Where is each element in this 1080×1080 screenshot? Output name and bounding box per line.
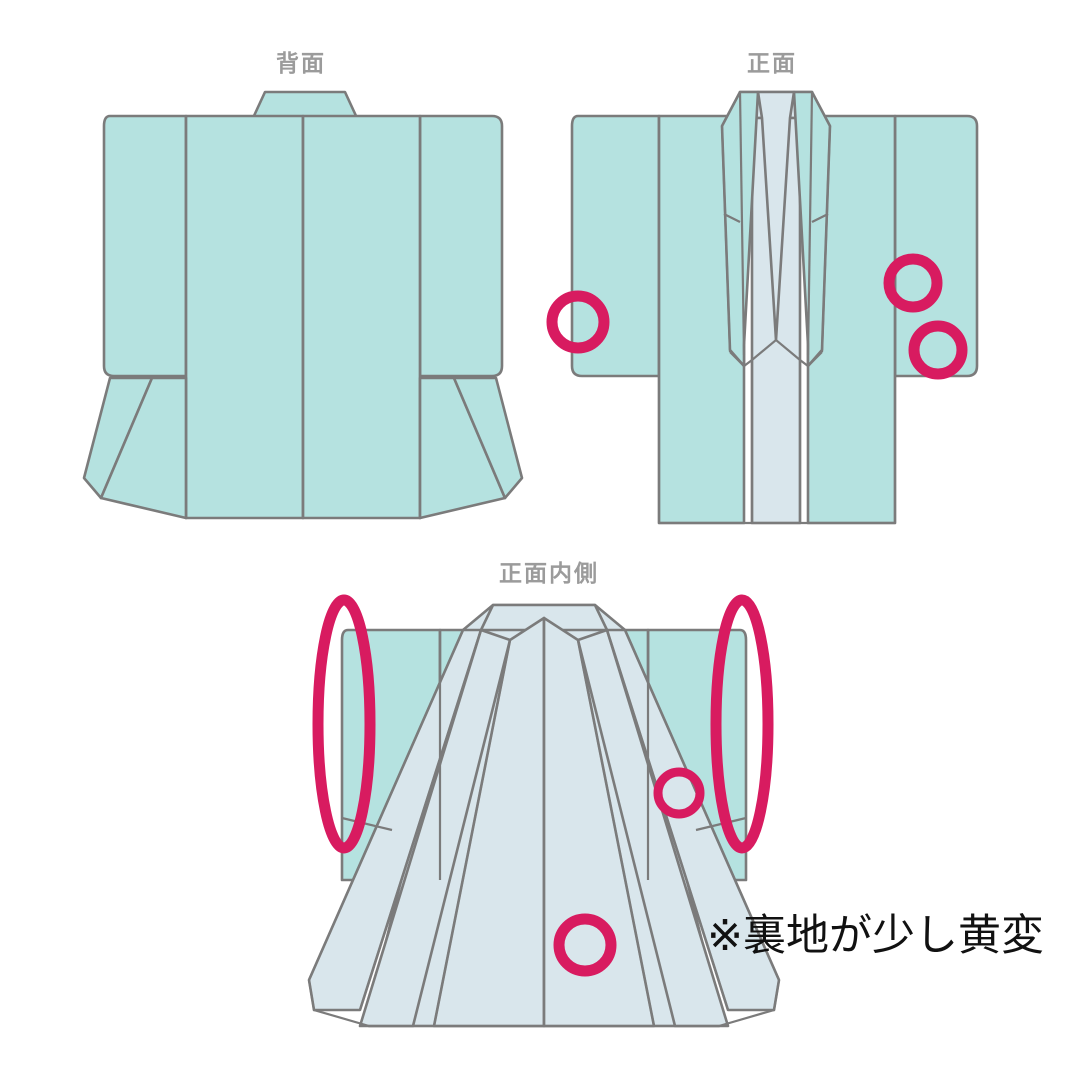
inside-left-panel-seam	[432, 639, 512, 1027]
marker-front-right-sleeve-upper	[883, 253, 943, 313]
damage-markers-front-inside	[312, 594, 774, 977]
marker-front-left-sleeve	[546, 290, 610, 354]
marker-inside-right-panel	[653, 767, 705, 819]
inside-left-hem-edge	[307, 979, 370, 1028]
front-left-sleeve	[570, 114, 661, 378]
inside-lining-right-mid	[576, 628, 730, 1028]
marker-front-right-sleeve-lower	[908, 320, 968, 380]
view-label-front-inside: 正面内側	[499, 561, 599, 587]
damage-markers-front	[546, 253, 968, 380]
inside-right-panel-seam	[576, 639, 656, 1027]
inside-left-fan-seam-a	[358, 629, 483, 1011]
back-body-right	[301, 114, 422, 520]
front-view-figure	[570, 90, 979, 525]
front-collar-left-notch	[723, 213, 741, 223]
inside-left-fan-seam-b	[307, 629, 465, 981]
front-collar-left-inner	[738, 91, 746, 356]
back-right-drop-outer	[452, 376, 524, 500]
view-label-back: 背面	[276, 51, 326, 77]
note-lining-yellowing: ※裏地が少し黄変	[707, 911, 1045, 961]
inside-right-hem-edge	[718, 979, 781, 1028]
front-collar-right-outer	[811, 91, 831, 127]
marker-inside-right-seam	[710, 594, 774, 854]
front-collar-right-mid	[820, 125, 832, 353]
view-label-front: 正面	[747, 51, 797, 77]
back-collar-piece	[251, 90, 359, 120]
marker-inside-left-seam	[312, 594, 376, 854]
front-collar-left-mid	[720, 125, 732, 353]
back-left-sleeve	[102, 114, 188, 378]
front-collar-left-outer	[721, 91, 741, 127]
front-right-sleeve	[893, 114, 979, 378]
inside-right-fan-seam-a	[605, 629, 730, 1011]
back-right-sleeve	[418, 114, 504, 378]
inside-left-sleeve-notch	[341, 816, 393, 832]
front-collar-right-inner	[806, 91, 814, 356]
front-collar-right-notch	[811, 213, 829, 223]
front-collar-v-point	[729, 338, 823, 368]
back-body-left	[184, 114, 305, 520]
front-v-lining	[756, 90, 796, 342]
marker-inside-lower-panel	[553, 913, 617, 977]
back-view-figure	[82, 90, 524, 520]
inside-right-fan-seam-b	[623, 629, 781, 981]
